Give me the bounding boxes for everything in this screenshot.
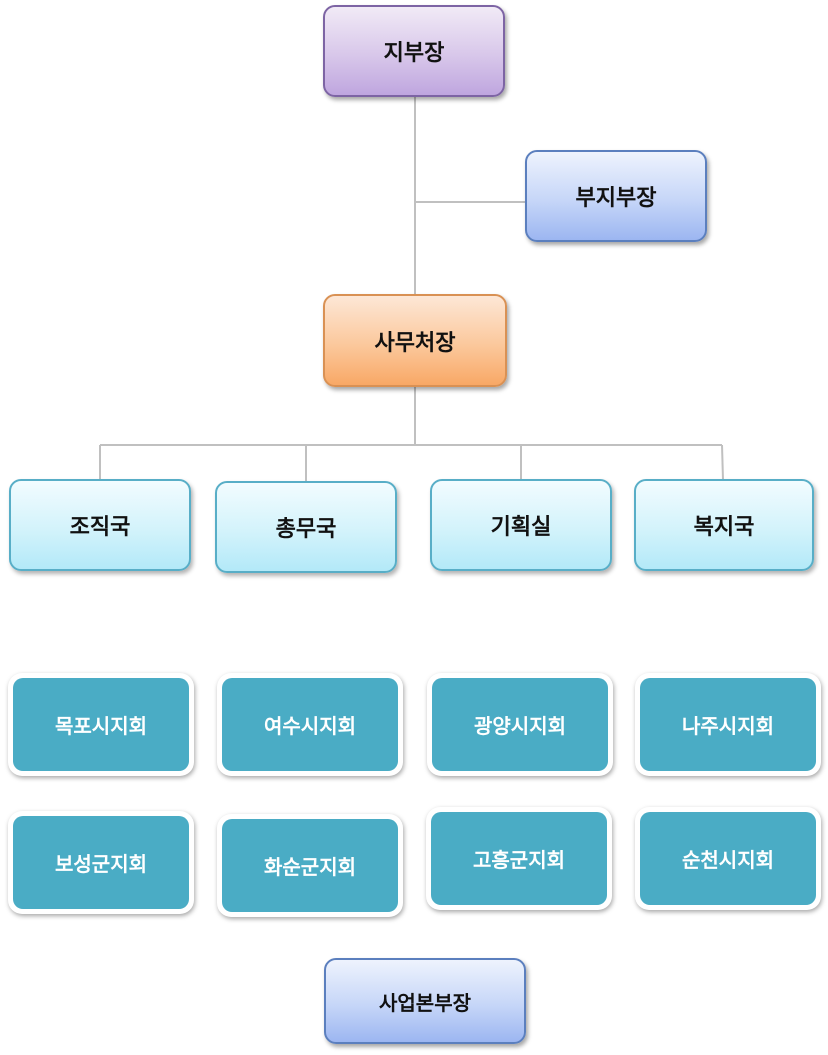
branch-box[interactable]: 나주시지회: [635, 673, 821, 776]
department-label: 복지국: [693, 515, 755, 540]
branch-box[interactable]: 목포시지회: [8, 673, 194, 776]
secretary-label: 사무처장: [374, 330, 456, 356]
connector-dept-4: [721, 444, 724, 481]
department-label: 조직국: [69, 515, 131, 540]
head-label: 지부장: [383, 41, 445, 66]
branch-label: 화순군지회: [222, 819, 398, 912]
department-label: 총무국: [275, 517, 337, 542]
department-label: 기획실: [490, 515, 552, 540]
business-head-box[interactable]: 사업본부장: [324, 958, 526, 1044]
branch-label: 고흥군지회: [431, 812, 607, 905]
department-box[interactable]: 복지국: [634, 479, 814, 571]
branch-box[interactable]: 화순군지회: [217, 814, 403, 917]
branch-box[interactable]: 고흥군지회: [426, 807, 612, 910]
branch-box[interactable]: 순천시지회: [635, 807, 821, 910]
branch-label: 목포시지회: [13, 678, 189, 771]
branch-label: 광양시지회: [432, 678, 608, 771]
business-head-label: 사업본부장: [379, 990, 471, 1015]
branch-label: 보성군지회: [13, 816, 189, 909]
department-box[interactable]: 기획실: [430, 479, 612, 571]
branch-label: 순천시지회: [640, 812, 816, 905]
deputy-box[interactable]: 부지부장: [525, 150, 707, 242]
deputy-label: 부지부장: [575, 186, 657, 211]
branch-box[interactable]: 여수시지회: [217, 673, 403, 776]
head-box[interactable]: 지부장: [323, 5, 505, 97]
branch-box[interactable]: 보성군지회: [8, 811, 194, 914]
branch-label: 여수시지회: [222, 678, 398, 771]
department-box[interactable]: 조직국: [9, 479, 191, 571]
branch-label: 나주시지회: [640, 678, 816, 771]
department-box[interactable]: 총무국: [215, 481, 397, 573]
branch-box[interactable]: 광양시지회: [427, 673, 613, 776]
secretary-box[interactable]: 사무처장: [323, 294, 507, 387]
